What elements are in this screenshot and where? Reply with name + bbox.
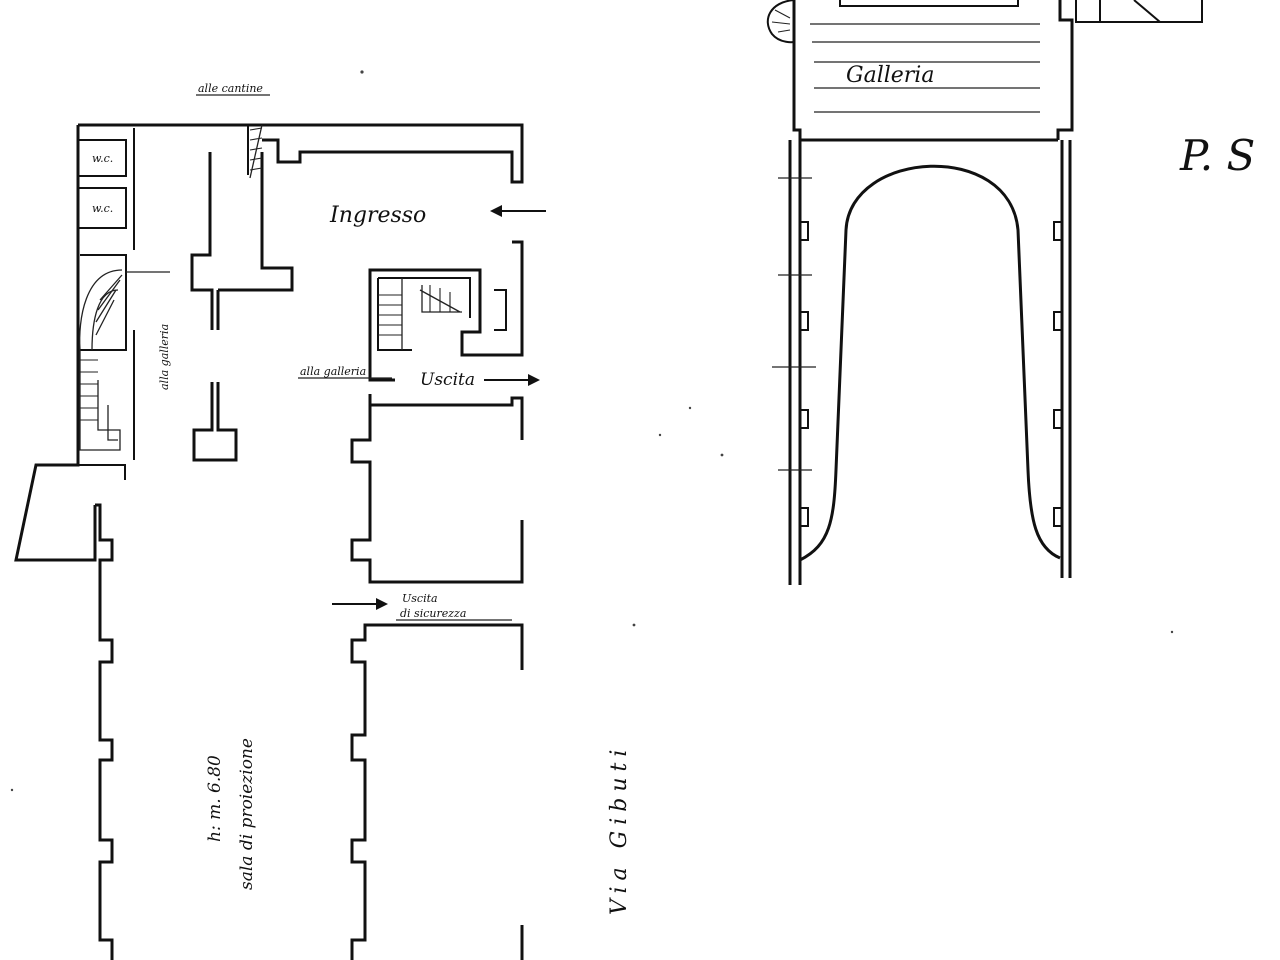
emergency-exit-arrow [332,598,388,610]
gallery-spiral-stair [766,0,795,44]
projection-room-label: sala di proiezione [237,738,257,890]
exit-corridor-wall [368,394,524,440]
street-name-label: Via Gibuti [607,744,632,915]
gallery-access-label: alla galleria [300,365,366,378]
right-pilasters [1053,221,1063,527]
cellar-label: alle cantine [198,82,263,95]
gallery-label: Galleria [846,63,934,88]
gallery-top-right-box [1075,0,1203,23]
entrance-label: Ingresso [329,203,426,228]
spiral-staircase [79,254,127,451]
hall-outline-right [1060,140,1072,578]
gallery-access-label-vertical: alla galleria [158,324,171,390]
gallery-plan: Galleria [766,0,1203,585]
left-outer-wall-top [14,125,97,562]
hall-left-wall [95,503,114,960]
hall-right-wall-lower [350,623,524,960]
gallery-staircase [377,277,507,351]
wc-label-2: w.c. [92,202,113,215]
exit-label: Uscita [420,370,475,390]
top-outer-wall [78,123,524,184]
wc-label-1: w.c. [92,152,113,165]
cellar-stair [247,124,263,179]
left-pilasters [772,177,816,527]
ground-floor-plan: w.c. w.c. alle cantine Ingresso alla gal… [14,82,632,960]
balcony-curve [799,164,1061,562]
gallery-left-wall [792,0,802,140]
scan-specks [10,70,1174,792]
entrance-arrow [490,205,546,217]
emergency-exit-label-2: di sicurezza [400,607,466,620]
annex-wall [36,464,126,480]
section-title-label: P. S [1179,131,1255,180]
stair-block-wall [368,240,524,382]
lower-pillar [192,382,238,462]
ceiling-height-label: h: m. 6.80 [205,755,225,842]
emergency-exit-label-1: Uscita [402,592,438,605]
gallery-tiers [810,23,1040,113]
gallery-top-box [839,0,1019,7]
hall-right-wall [350,405,524,584]
gallery-right-wall [1056,0,1074,140]
exit-arrow [484,374,540,386]
central-partition [190,152,294,330]
